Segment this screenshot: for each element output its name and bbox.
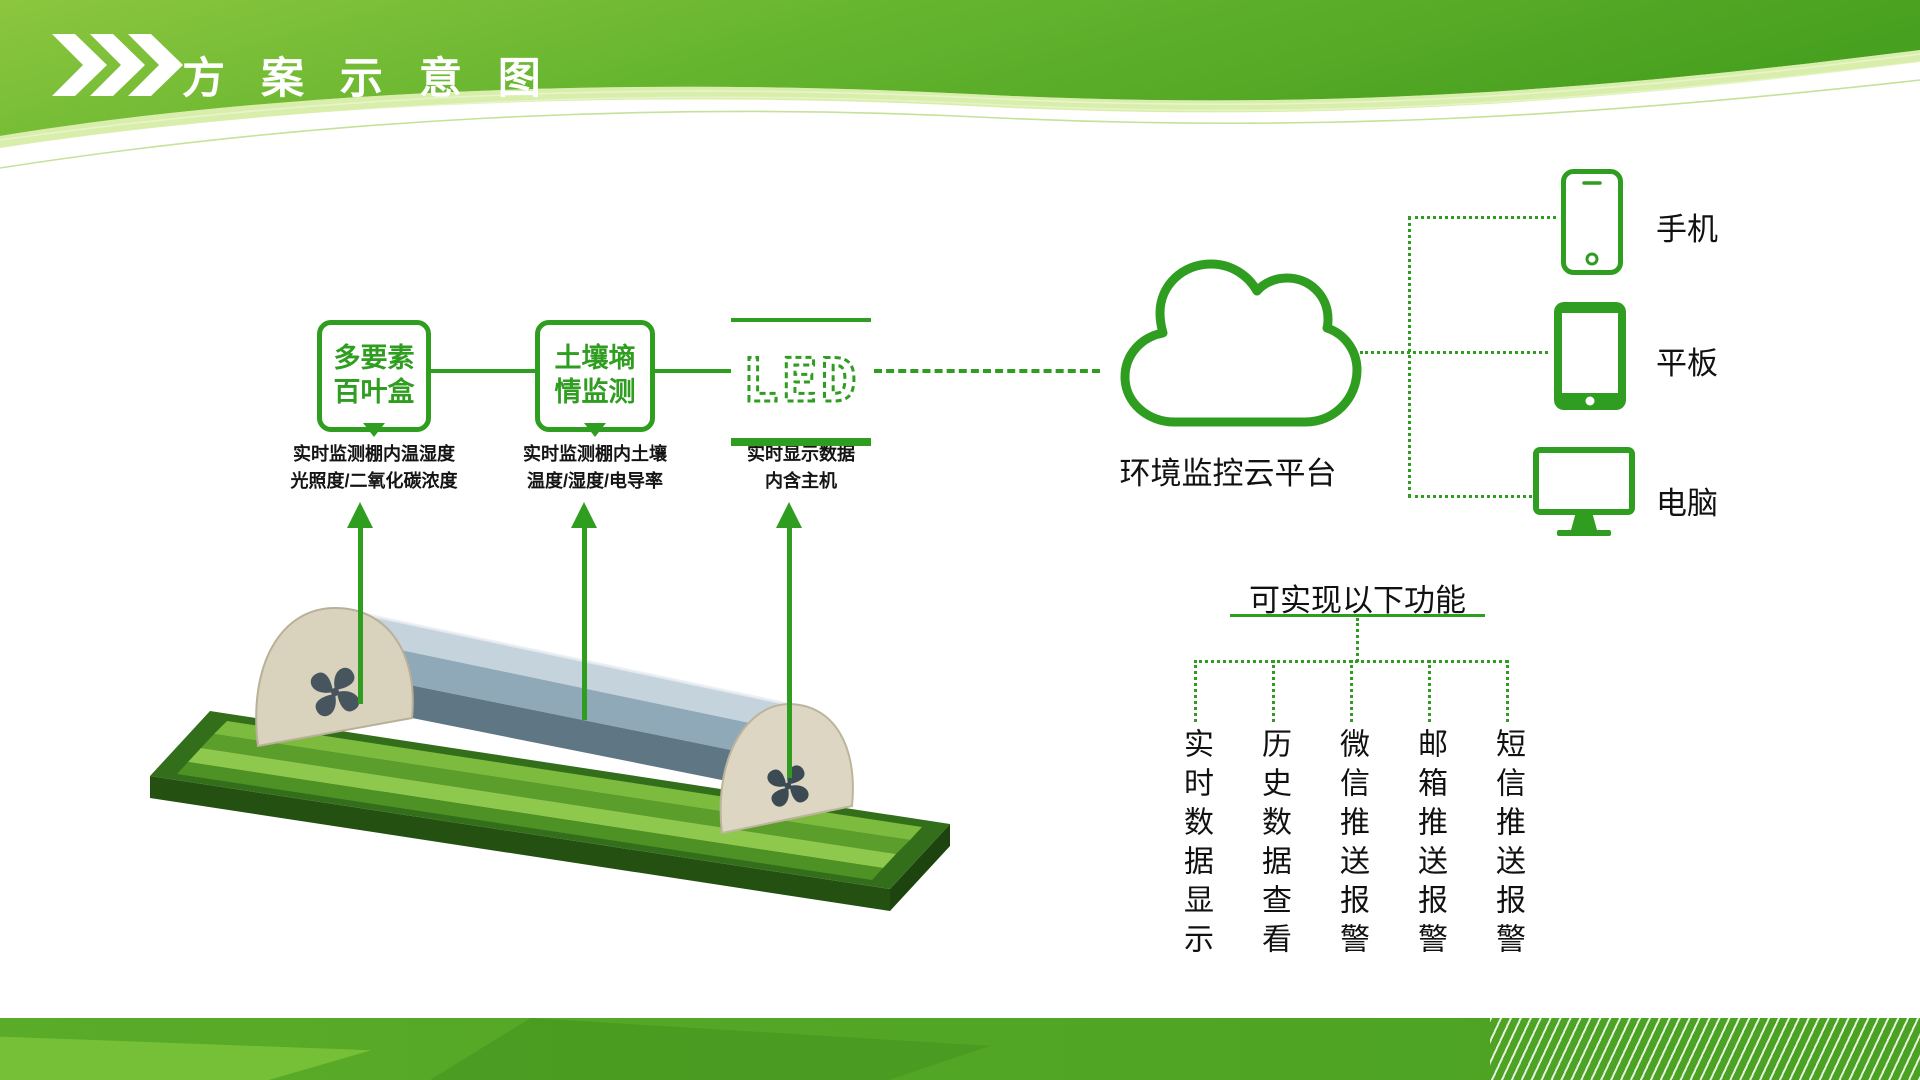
caption-line: 实时显示数据 — [747, 444, 855, 464]
fan-icon — [767, 765, 809, 807]
led-display-node: LED — [731, 318, 871, 446]
sensor-node-soil-moisture: 土壤墒 情监测 — [535, 320, 655, 432]
connector-dotted-cloud-tablet — [1360, 351, 1548, 354]
up-arrow — [776, 502, 802, 778]
function-item-email-alert: 邮箱推送报警 — [1413, 728, 1446, 962]
connector-dotted-phone — [1408, 216, 1556, 219]
function-item-sms-alert: 短信推送报警 — [1491, 728, 1524, 962]
caption-led: 实时显示数据 内含主机 — [661, 441, 941, 495]
functions-title-underline — [1230, 614, 1485, 617]
svg-text:LED: LED — [742, 346, 859, 416]
sensor-label-line: 土壤墒 — [554, 343, 636, 374]
connector-line-soil-led — [655, 369, 731, 373]
functions-tree-drop — [1428, 660, 1431, 722]
device-label-tablet: 平板 — [1656, 346, 1718, 381]
greenhouse-illustration — [150, 606, 950, 911]
connector-dashed-led-cloud — [874, 369, 1100, 373]
cloud-platform-label: 环境监控云平台 — [1119, 456, 1337, 491]
sensor-node-multi-element: 多要素 百叶盒 — [317, 320, 431, 432]
footer-accent-shape — [430, 1018, 990, 1080]
functions-tree-drop — [1506, 660, 1509, 722]
sensor-label-line: 多要素 — [333, 343, 415, 374]
up-arrow — [347, 502, 373, 704]
function-item-history-view: 历史数据查看 — [1257, 728, 1290, 962]
device-label-phone: 手机 — [1656, 212, 1718, 247]
footer-stripes-pattern — [1490, 1018, 1920, 1080]
caption-line: 光照度/二氧化碳浓度 — [290, 471, 458, 491]
tablet-icon — [1554, 302, 1626, 410]
caption-soil-moisture: 实时监测棚内土壤 温度/湿度/电导率 — [455, 441, 735, 495]
caption-line: 内含主机 — [765, 471, 837, 491]
device-label-computer: 电脑 — [1656, 486, 1718, 521]
caption-line: 实时监测棚内温湿度 — [293, 444, 455, 464]
functions-tree-stem — [1356, 618, 1359, 662]
caption-multi-element: 实时监测棚内温湿度 光照度/二氧化碳浓度 — [234, 441, 514, 495]
sensor-label-line: 情监测 — [554, 377, 636, 407]
functions-title: 可实现以下功能 — [1249, 583, 1466, 618]
connector-line-louver-soil — [431, 369, 535, 373]
fan-icon — [310, 667, 360, 717]
caption-line: 温度/湿度/电导率 — [526, 471, 663, 491]
functions-tree-drop — [1194, 660, 1197, 722]
triple-chevron-icon — [52, 34, 183, 96]
function-item-wechat-alert: 微信推送报警 — [1335, 728, 1368, 962]
led-matrix-text: LED — [741, 345, 859, 418]
cloud-platform-icon — [1120, 259, 1362, 427]
header-wave-graphic — [0, 0, 1920, 169]
caption-line: 实时监测棚内土壤 — [523, 444, 667, 464]
function-item-realtime-display: 实时数据显示 — [1179, 728, 1212, 962]
up-arrow — [571, 502, 597, 720]
connector-dotted-device-trunk — [1408, 216, 1411, 498]
page-title: 方 案 示 意 图 — [182, 55, 553, 103]
functions-tree-drop — [1272, 660, 1275, 722]
desktop-monitor-icon — [1533, 447, 1635, 536]
connector-dotted-computer — [1408, 495, 1532, 498]
footer-band — [0, 1018, 1920, 1080]
smartphone-icon — [1561, 169, 1623, 275]
greenhouse-endcap-front — [255, 606, 414, 748]
functions-tree-drop — [1350, 660, 1353, 722]
sensor-label-line: 百叶盒 — [333, 377, 415, 407]
